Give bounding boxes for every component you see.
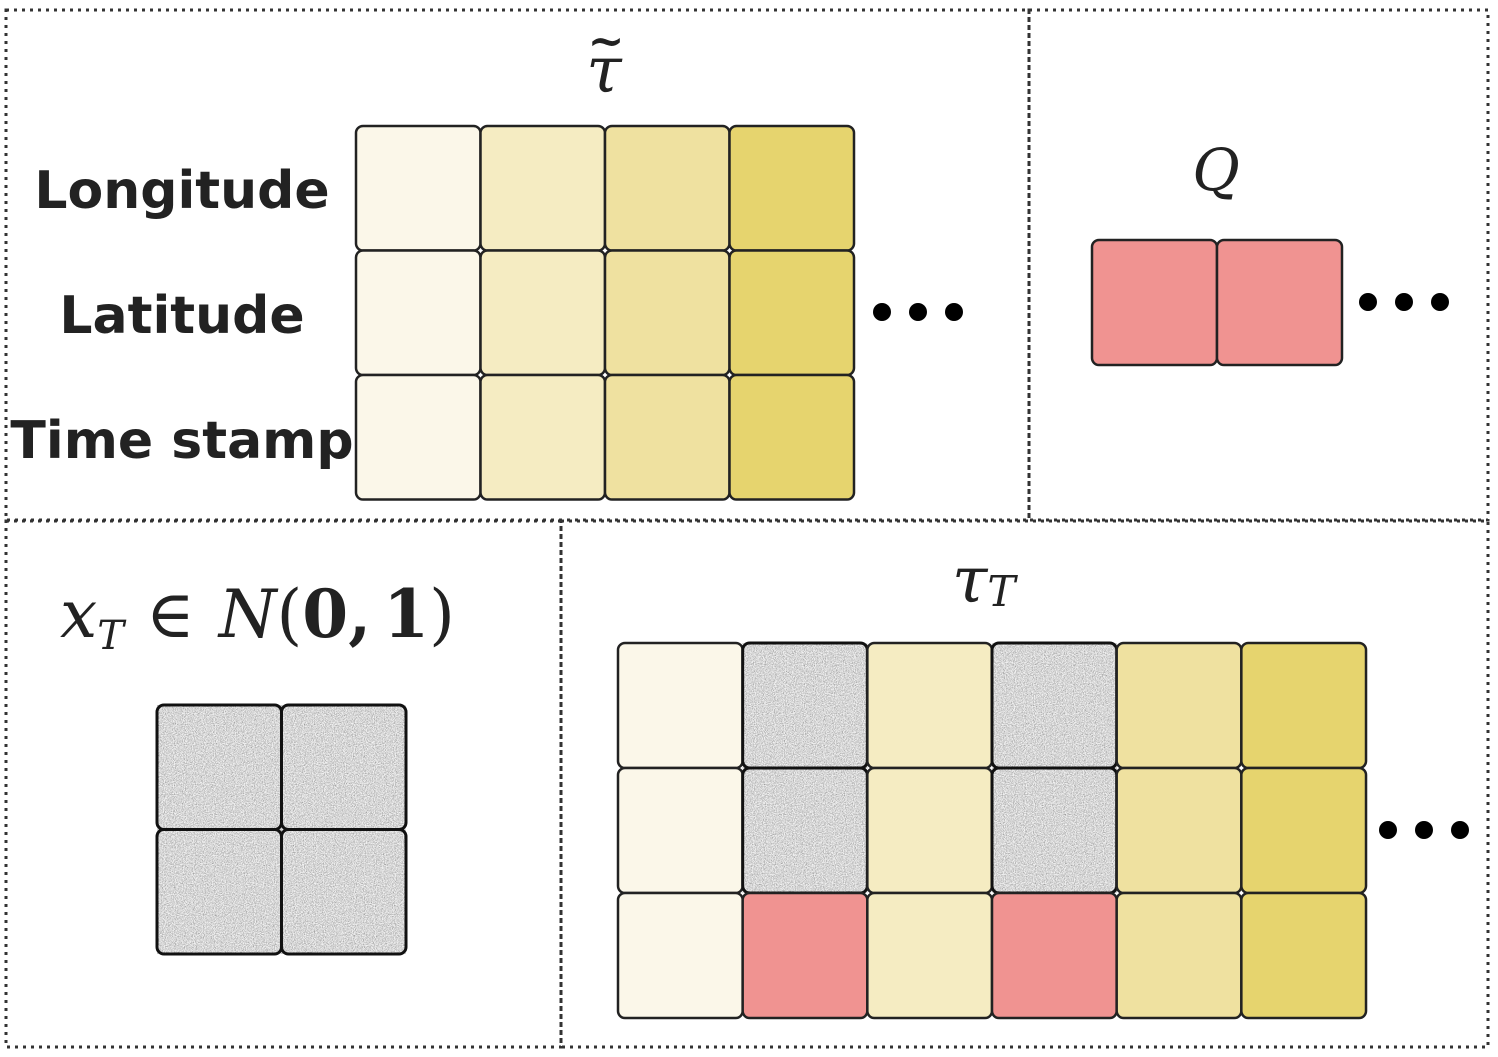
noisy-trajectory-shade-2-cell xyxy=(1115,766,1243,895)
noisy-trajectory-shade-2-cell xyxy=(1115,641,1243,770)
noisy-trajectory-shade-1-cell xyxy=(866,891,994,1020)
trajectory-shade-1-cell xyxy=(479,373,607,501)
noise-noise-cell-border xyxy=(280,828,408,956)
trajectory-shade-1-cell xyxy=(479,124,607,252)
panel-query-border xyxy=(1027,8,1490,522)
ellipsis-dot xyxy=(1359,293,1377,311)
noisy-trajectory-grid xyxy=(616,641,1368,1020)
trajectory-shade-3-cell xyxy=(728,124,856,252)
ellipsis-dot xyxy=(1415,821,1433,839)
noise-noise-cell xyxy=(280,703,408,831)
noise-noise-cell xyxy=(155,703,283,831)
formula-zero: 0 xyxy=(302,575,348,653)
ellipsis-dot xyxy=(945,303,963,321)
noisy-trajectory-shade-0-cell xyxy=(616,891,744,1020)
noise-panel: xT ∈ N(0,1) xyxy=(60,575,455,956)
noisy-trajectory-panel: τT xyxy=(616,544,1469,1020)
noisy-trajectory-shade-0-cell xyxy=(616,641,744,770)
trajectory-symbol: τ xyxy=(586,34,623,108)
row-label-longitude: Longitude xyxy=(34,161,329,221)
noisy-trajectory-noise-cell xyxy=(990,766,1119,895)
noisy-trajectory-subscript: T xyxy=(987,567,1018,616)
ellipsis-dot xyxy=(1451,821,1469,839)
formula-one: 1 xyxy=(383,575,429,653)
noise-noise-cell xyxy=(280,828,408,956)
noisy-trajectory-noise-cell xyxy=(741,641,869,770)
noisy-trajectory-tau: τ xyxy=(952,544,989,618)
panel-trajectory-border xyxy=(4,8,1031,522)
trajectory-shade-3-cell xyxy=(728,249,856,377)
ellipsis-dot xyxy=(1379,821,1397,839)
query-query-cell xyxy=(1215,238,1344,367)
trajectory-ellipsis xyxy=(873,303,963,321)
query-symbol: Q xyxy=(1192,136,1240,204)
noisy-trajectory-noise-cell xyxy=(990,641,1119,770)
ellipsis-dot xyxy=(1395,293,1413,311)
ellipsis-dot xyxy=(909,303,927,321)
noisy-trajectory-query-cell xyxy=(741,891,869,1020)
trajectory-shade-2-cell xyxy=(603,124,731,252)
formula-x-subscript: T xyxy=(97,613,127,659)
formula-close-paren: ) xyxy=(429,576,455,653)
noisy-trajectory-shade-1-cell xyxy=(866,641,994,770)
trajectory-shade-0-cell xyxy=(354,373,482,501)
trajectory-shade-2-cell xyxy=(603,249,731,377)
noisy-trajectory-shade-3-cell xyxy=(1240,891,1368,1020)
ellipsis-dot xyxy=(1431,293,1449,311)
query-ellipsis xyxy=(1359,293,1449,311)
trajectory-tilde: ~ xyxy=(588,16,625,67)
noisy-trajectory-query-cell xyxy=(990,891,1118,1020)
noise-noise-cell xyxy=(155,828,283,956)
formula-element-of: ∈ xyxy=(146,576,195,653)
noisy-trajectory-symbol: τT xyxy=(952,544,1018,618)
query-grid xyxy=(1090,238,1344,367)
row-label-time-stamp: Time stamp xyxy=(10,411,353,471)
trajectory-shade-0-cell xyxy=(354,249,482,377)
noisy-trajectory-noise-cell xyxy=(741,766,869,895)
noisy-trajectory-shade-2-cell xyxy=(1115,891,1243,1020)
formula-normal-n: N xyxy=(217,576,279,653)
noise-formula: xT ∈ N(0,1) xyxy=(60,575,455,659)
noise-grid xyxy=(155,703,408,956)
trajectory-shade-2-cell xyxy=(603,373,731,501)
trajectory-shade-1-cell xyxy=(479,249,607,377)
noisy-trajectory-shade-3-cell xyxy=(1240,766,1368,895)
ellipsis-dot xyxy=(873,303,891,321)
query-panel: Q xyxy=(1090,136,1449,367)
query-query-cell xyxy=(1090,238,1219,367)
formula-open-paren: ( xyxy=(277,576,303,653)
noisy-trajectory-shade-3-cell xyxy=(1240,641,1368,770)
noisy-trajectory-shade-0-cell xyxy=(616,766,744,895)
trajectory-shade-3-cell xyxy=(728,373,856,501)
panel-noisy-trajectory-border xyxy=(559,519,1490,1049)
noisy-trajectory-ellipsis xyxy=(1379,821,1469,839)
formula-comma: , xyxy=(348,575,371,653)
formula-x: x xyxy=(60,576,97,653)
row-label-latitude: Latitude xyxy=(59,286,304,346)
trajectory-grid xyxy=(354,124,856,501)
trajectory-panel: τ ~ Longitude Latitude Time stamp xyxy=(10,16,963,501)
noisy-trajectory-shade-1-cell xyxy=(866,766,994,895)
trajectory-shade-0-cell xyxy=(354,124,482,252)
